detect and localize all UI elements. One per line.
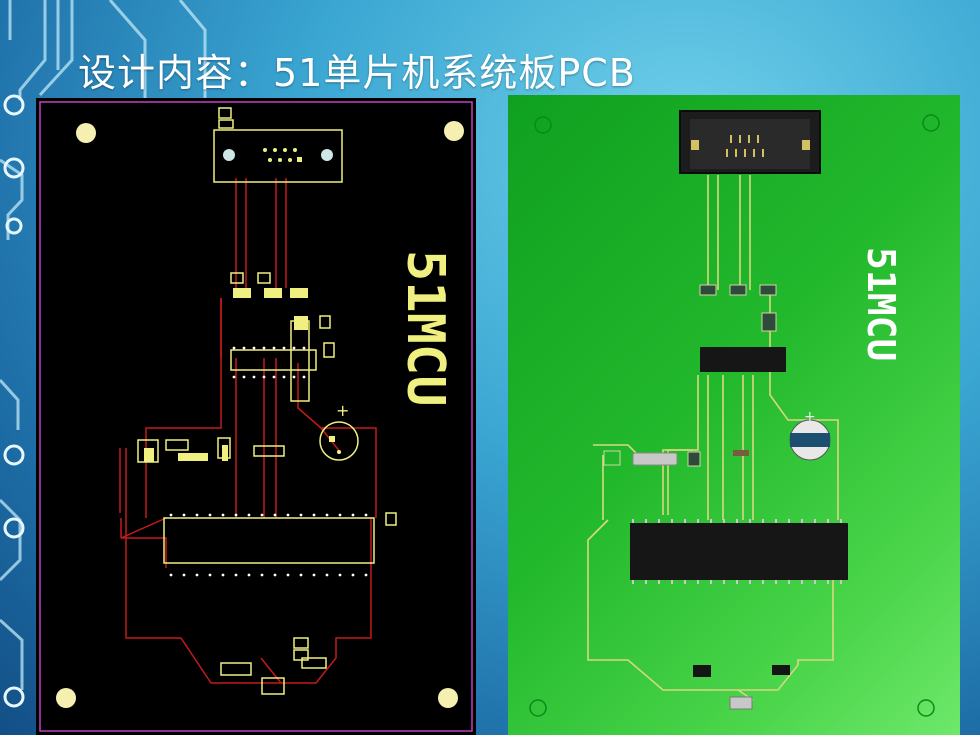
- svg-text:+: +: [336, 401, 349, 420]
- pcb-render-3d: + 51MCU: [508, 95, 960, 735]
- pcb-layout-2d: + 51MCU: [36, 98, 476, 735]
- slide-title: 设计内容：51单片机系统板PCB: [78, 51, 636, 95]
- pcb-2d-silkscreen-label: 51MCU: [395, 250, 455, 407]
- svg-text:+: +: [804, 409, 816, 425]
- pcb-3d-silkscreen-label: 51MCU: [859, 247, 903, 361]
